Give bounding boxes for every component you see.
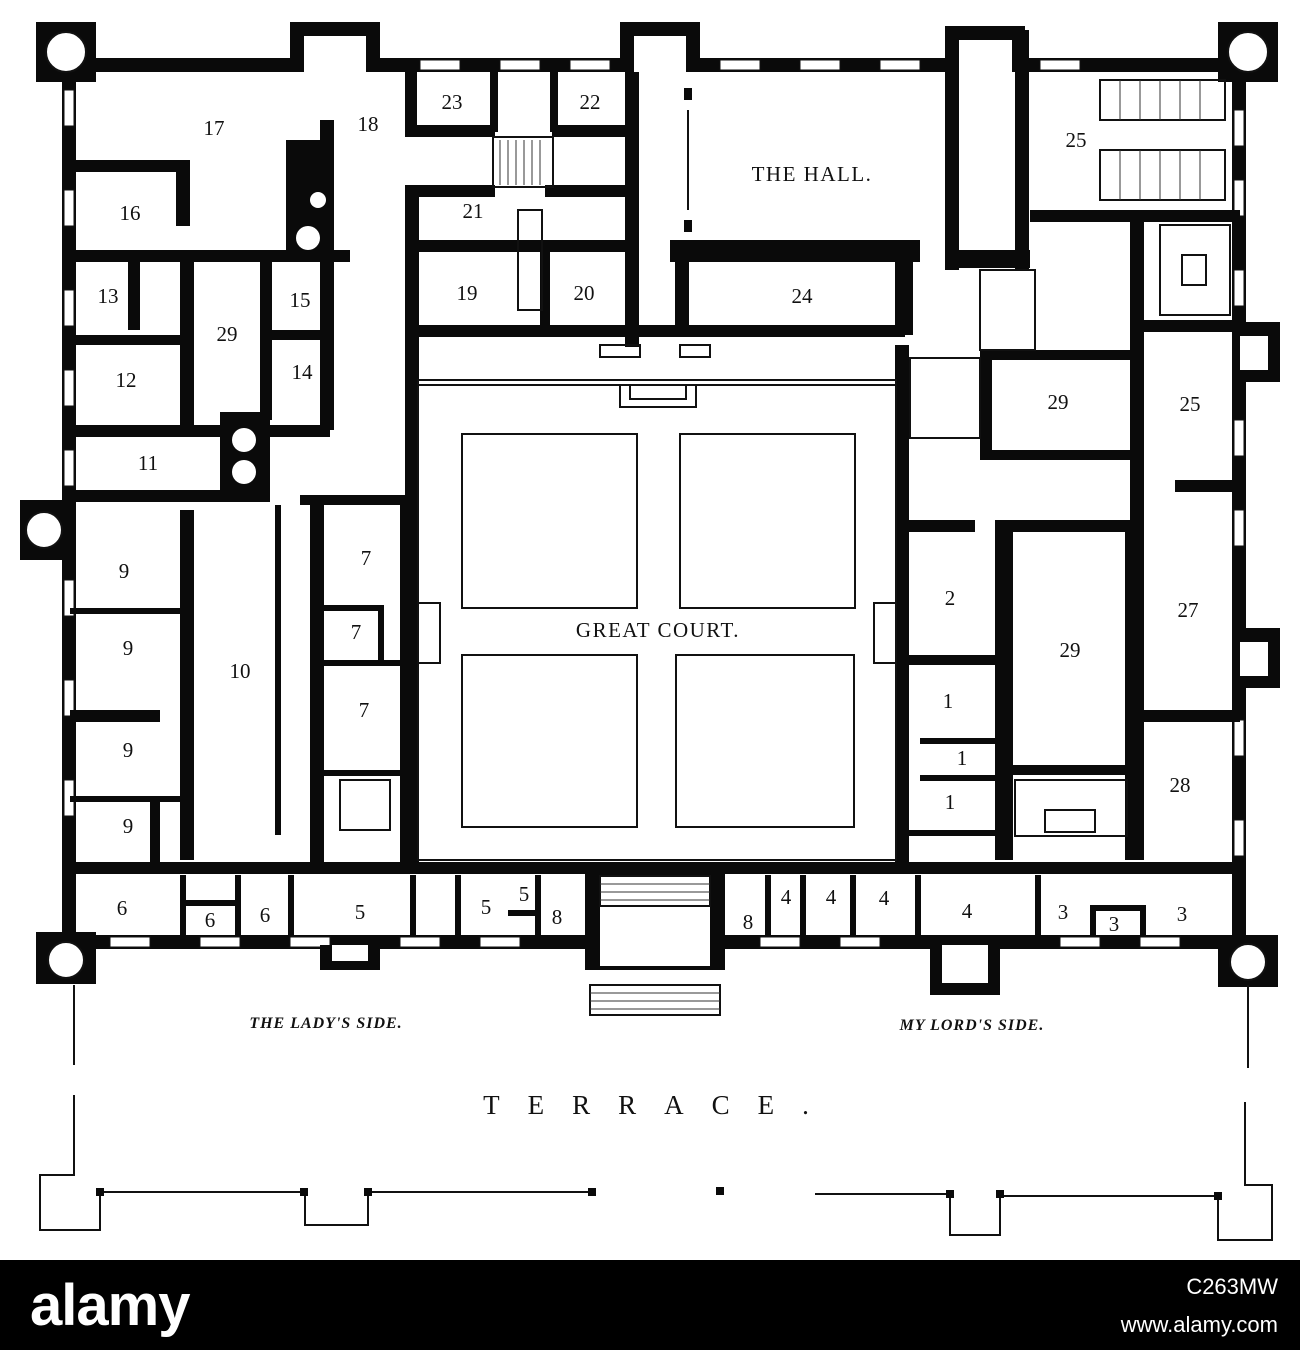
room-label: 27 — [1178, 598, 1199, 622]
room-label: 1 — [945, 790, 956, 814]
room-label: 7 — [351, 620, 362, 644]
room-label: 5 — [355, 900, 366, 924]
room-label: 12 — [116, 368, 137, 392]
room-label: 7 — [361, 546, 372, 570]
room-label: 25 — [1066, 128, 1087, 152]
floor-plan: 17 18 23 22 25 16 21 13 29 15 19 20 24 1… — [20, 22, 1280, 1241]
outer-walls — [20, 22, 1280, 987]
lord-side-label: MY LORD'S SIDE. — [899, 1017, 1045, 1034]
room-label: 8 — [743, 910, 754, 934]
room-label: 3 — [1109, 912, 1120, 936]
room-label: 1 — [957, 746, 968, 770]
room-label: 20 — [574, 281, 595, 305]
room-label: 22 — [580, 90, 601, 114]
room-label: 25 — [1180, 392, 1201, 416]
room-label: 13 — [98, 284, 119, 308]
room-label: 7 — [359, 698, 370, 722]
watermark-bar: alamy C263MW www.alamy.com — [0, 1260, 1300, 1350]
room-label: 14 — [292, 360, 314, 384]
room-label: 5 — [481, 895, 492, 919]
hall-label: THE HALL. — [752, 162, 873, 186]
room-label: 23 — [442, 90, 463, 114]
room-label: 9 — [123, 738, 134, 762]
lady-side-label: THE LADY'S SIDE. — [249, 1015, 402, 1032]
room-label: 29 — [1060, 638, 1081, 662]
staircases — [339, 79, 1231, 1016]
room-label: 29 — [1048, 390, 1069, 414]
room-label: 21 — [463, 199, 484, 223]
room-label: 15 — [290, 288, 311, 312]
room-label: 29 — [217, 322, 238, 346]
room-label: 6 — [205, 908, 216, 932]
watermark-image-id: C263MW — [1186, 1274, 1278, 1299]
room-label: 19 — [457, 281, 478, 305]
room-labels: 17 18 23 22 25 16 21 13 29 15 19 20 24 1… — [98, 90, 1201, 936]
watermark-url: www.alamy.com — [1120, 1312, 1278, 1337]
great-court-label: GREAT COURT. — [576, 618, 740, 642]
room-label: 11 — [138, 451, 158, 475]
watermark-logo: alamy — [30, 1273, 190, 1338]
room-label: 1 — [943, 689, 954, 713]
room-label: 4 — [826, 885, 837, 909]
room-label: 17 — [204, 116, 225, 140]
room-label: 4 — [962, 899, 973, 923]
room-label: 9 — [123, 814, 134, 838]
room-label: 2 — [945, 586, 956, 610]
room-label: 6 — [260, 903, 271, 927]
room-label: 6 — [117, 896, 128, 920]
room-label: 4 — [781, 885, 792, 909]
room-label: 3 — [1058, 900, 1069, 924]
terrace-outline — [39, 985, 1273, 1241]
hall-screen — [684, 88, 692, 232]
room-label: 28 — [1170, 773, 1191, 797]
room-label: 24 — [792, 284, 814, 308]
room-label: 18 — [358, 112, 379, 136]
room-label: 3 — [1177, 902, 1188, 926]
interior-walls — [70, 30, 1245, 995]
windows — [63, 59, 1245, 948]
room-label: 4 — [879, 886, 890, 910]
great-court-parterre — [417, 344, 897, 861]
room-label: 5 — [519, 882, 530, 906]
room-label: 8 — [552, 905, 563, 929]
room-label: 9 — [123, 636, 134, 660]
terrace-label: TERRACE. — [483, 1090, 837, 1120]
room-label: 10 — [230, 659, 251, 683]
room-label: 9 — [119, 559, 130, 583]
room-label: 16 — [120, 201, 141, 225]
